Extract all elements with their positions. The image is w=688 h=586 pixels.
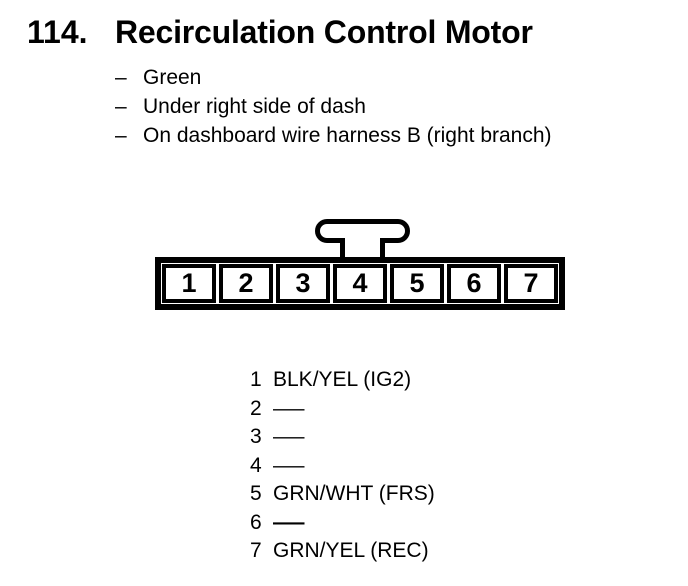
pin-number: 3	[250, 425, 262, 449]
note-text: Under right side of dash	[143, 95, 366, 119]
pin-number: 2	[250, 396, 262, 420]
note-item: – Under right side of dash	[115, 93, 552, 122]
notes-list: – Green – Under right side of dash – On …	[115, 64, 552, 150]
connector-body: 1 2 3 4 5 6 7	[155, 257, 565, 310]
pin-wire-label: BLK/YEL (IG2)	[273, 368, 412, 392]
pin-wire-label: GRN/YEL (REC)	[273, 539, 429, 563]
note-item: – On dashboard wire harness B (right bra…	[115, 121, 552, 150]
cavity-cell-5: 5	[390, 264, 444, 303]
pin-number: 4	[250, 453, 262, 477]
connector-diagram: 1 2 3 4 5 6 7	[155, 219, 565, 310]
cavity-cell-7: 7	[504, 264, 558, 303]
pin-wire-label: —	[273, 510, 305, 534]
section-number: 114.	[27, 14, 88, 50]
note-bullet-dash: –	[115, 123, 127, 147]
cavity-cell-4: 4	[333, 264, 387, 303]
pin-row: 5 GRN/WHT (FRS)	[250, 480, 435, 509]
pin-wire-label: —	[273, 396, 305, 420]
pin-wire-label: GRN/WHT (FRS)	[273, 482, 435, 506]
cavity-cell-1: 1	[162, 264, 216, 303]
note-bullet-dash: –	[115, 66, 127, 90]
note-text: Green	[143, 66, 202, 90]
note-item: – Green	[115, 64, 552, 93]
page-title: Recirculation Control Motor	[115, 14, 533, 50]
pin-wire-label: —	[273, 453, 305, 477]
pin-number: 7	[250, 539, 262, 563]
pin-number: 5	[250, 482, 262, 506]
pinout-list: 1 BLK/YEL (IG2) 2 — 3 — 4 — 5 GRN/WHT (F…	[250, 366, 435, 566]
pin-row: 1 BLK/YEL (IG2)	[250, 366, 435, 395]
cavity-cell-2: 2	[219, 264, 273, 303]
pin-wire-label: —	[273, 425, 305, 449]
note-bullet-dash: –	[115, 95, 127, 119]
pin-row: 6 —	[250, 509, 435, 538]
note-text: On dashboard wire harness B (right branc…	[143, 123, 552, 147]
cavity-cell-6: 6	[447, 264, 501, 303]
pin-number: 1	[250, 368, 262, 392]
pin-row: 3 —	[250, 423, 435, 452]
connector-lock-tab-stem	[340, 238, 385, 257]
cavity-cell-3: 3	[276, 264, 330, 303]
pin-row: 2 —	[250, 395, 435, 424]
pin-number: 6	[250, 510, 262, 534]
pin-row: 7 GRN/YEL (REC)	[250, 537, 435, 566]
pin-row: 4 —	[250, 452, 435, 481]
